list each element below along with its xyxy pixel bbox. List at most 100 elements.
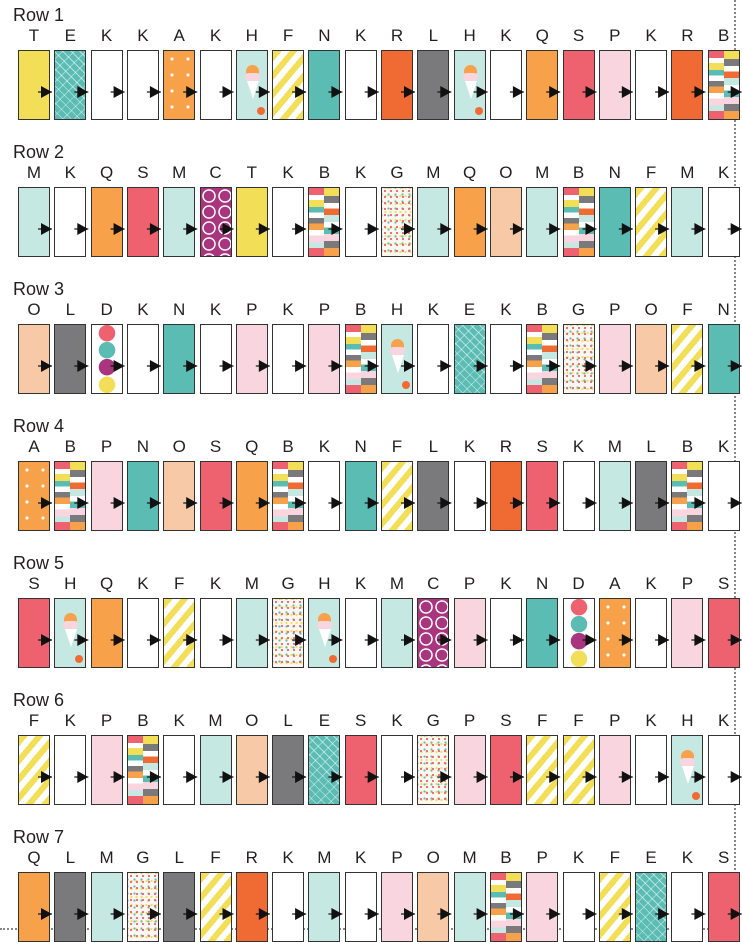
fabric-strip-teal [127, 461, 159, 531]
fabric-letter: R [234, 848, 270, 868]
fabric-strip-white [54, 187, 86, 257]
fabric-strip-white [490, 598, 522, 668]
fabric-letter: B [524, 300, 560, 320]
fabric-strip-white [345, 50, 377, 120]
fabric-strip-gray [272, 735, 304, 805]
fabric-strip-peach [417, 872, 449, 942]
strip-row [0, 324, 742, 394]
fabric-letter: L [270, 711, 306, 731]
fabric-strip-magenta-medallion-print [417, 598, 449, 668]
fabric-strip-multicolor-block-print [671, 461, 703, 531]
fabric-strip-orange [454, 187, 486, 257]
fabric-strip-teal [345, 461, 377, 531]
fabric-letter: S [706, 848, 742, 868]
fabric-strip-white [381, 735, 413, 805]
fabric-letter: P [452, 711, 488, 731]
fabric-letter: M [234, 574, 270, 594]
fabric-strip-large-dot-print [91, 324, 123, 394]
fabric-letter: K [198, 300, 234, 320]
fabric-strip-multicolor-block-print [490, 872, 522, 942]
fabric-strip-coral-red [18, 598, 50, 668]
fabric-strip-teal [599, 187, 631, 257]
fabric-strip-ice-cream-print [308, 598, 340, 668]
fabric-strip-teal [163, 324, 195, 394]
fabric-letter: K [125, 300, 161, 320]
fabric-strip-coral-red [708, 872, 740, 942]
fabric-letter: S [343, 711, 379, 731]
fabric-letter: K [488, 300, 524, 320]
fabric-letter: N [343, 437, 379, 457]
fabric-letter: H [52, 574, 88, 594]
fabric-letter: H [379, 300, 415, 320]
fabric-strip-light-pink [454, 735, 486, 805]
fabric-letter: K [669, 848, 705, 868]
fabric-strip-light-pink [599, 735, 631, 805]
fabric-letter: K [561, 848, 597, 868]
fabric-strip-large-dot-print [563, 598, 595, 668]
fabric-letter: F [270, 26, 306, 46]
fabric-letter: K [161, 711, 197, 731]
fabric-letter: N [125, 437, 161, 457]
fabric-strip-white [345, 872, 377, 942]
fabric-strip-light-pink [91, 461, 123, 531]
fabric-letter: K [52, 163, 88, 183]
fabric-strip-confetti-dot-print [563, 324, 595, 394]
fabric-strip-teal-doodle-print [308, 735, 340, 805]
fabric-strip-multicolor-block-print [563, 187, 595, 257]
fabric-letter: S [16, 574, 52, 594]
fabric-strip-orange [236, 461, 268, 531]
fabric-strip-peach [490, 187, 522, 257]
fabric-strip-peach [635, 324, 667, 394]
fabric-strip-peach [18, 324, 50, 394]
fabric-letter: F [524, 711, 560, 731]
fabric-strip-light-pink [599, 324, 631, 394]
fabric-letter: A [16, 437, 52, 457]
fabric-strip-white [635, 735, 667, 805]
fabric-letter: M [524, 163, 560, 183]
fabric-strip-yellow-stripe-print [599, 872, 631, 942]
fabric-strip-white [91, 50, 123, 120]
strip-row [0, 735, 742, 805]
fabric-letter: B [561, 163, 597, 183]
fabric-letter: G [379, 163, 415, 183]
fabric-strip-yellow-stripe-print [563, 735, 595, 805]
fabric-letter: M [89, 848, 125, 868]
fabric-strip-multicolor-block-print [54, 461, 86, 531]
fabric-strip-white [345, 187, 377, 257]
fabric-letter: L [415, 437, 451, 457]
fabric-letter: M [306, 848, 342, 868]
fabric-letter: D [561, 574, 597, 594]
fabric-strip-light-pink [526, 872, 558, 942]
fabric-strip-white [708, 735, 740, 805]
fabric-strip-orange [18, 872, 50, 942]
fabric-strip-ice-cream-print [236, 50, 268, 120]
fabric-letter: K [198, 26, 234, 46]
fabric-strip-yellow [236, 187, 268, 257]
fabric-strip-coral-red [127, 187, 159, 257]
fabric-letter: M [161, 163, 197, 183]
fabric-letter: K [633, 26, 669, 46]
fabric-letter: F [16, 711, 52, 731]
fabric-strip-teal [526, 598, 558, 668]
strip-row [0, 872, 742, 942]
fabric-letter: L [161, 848, 197, 868]
fabric-strip-light-aqua [18, 187, 50, 257]
fabric-letter: K [125, 26, 161, 46]
fabric-letter: B [669, 437, 705, 457]
fabric-letter: S [125, 163, 161, 183]
fabric-letter: R [488, 437, 524, 457]
fabric-letter: B [706, 26, 742, 46]
fabric-letter: O [633, 300, 669, 320]
fabric-letter: H [234, 26, 270, 46]
fabric-letter: N [306, 26, 342, 46]
fabric-letter: A [161, 26, 197, 46]
fabric-strip-white [200, 50, 232, 120]
fabric-strip-light-aqua [671, 187, 703, 257]
fabric-letter: O [161, 437, 197, 457]
fabric-letter: T [234, 163, 270, 183]
